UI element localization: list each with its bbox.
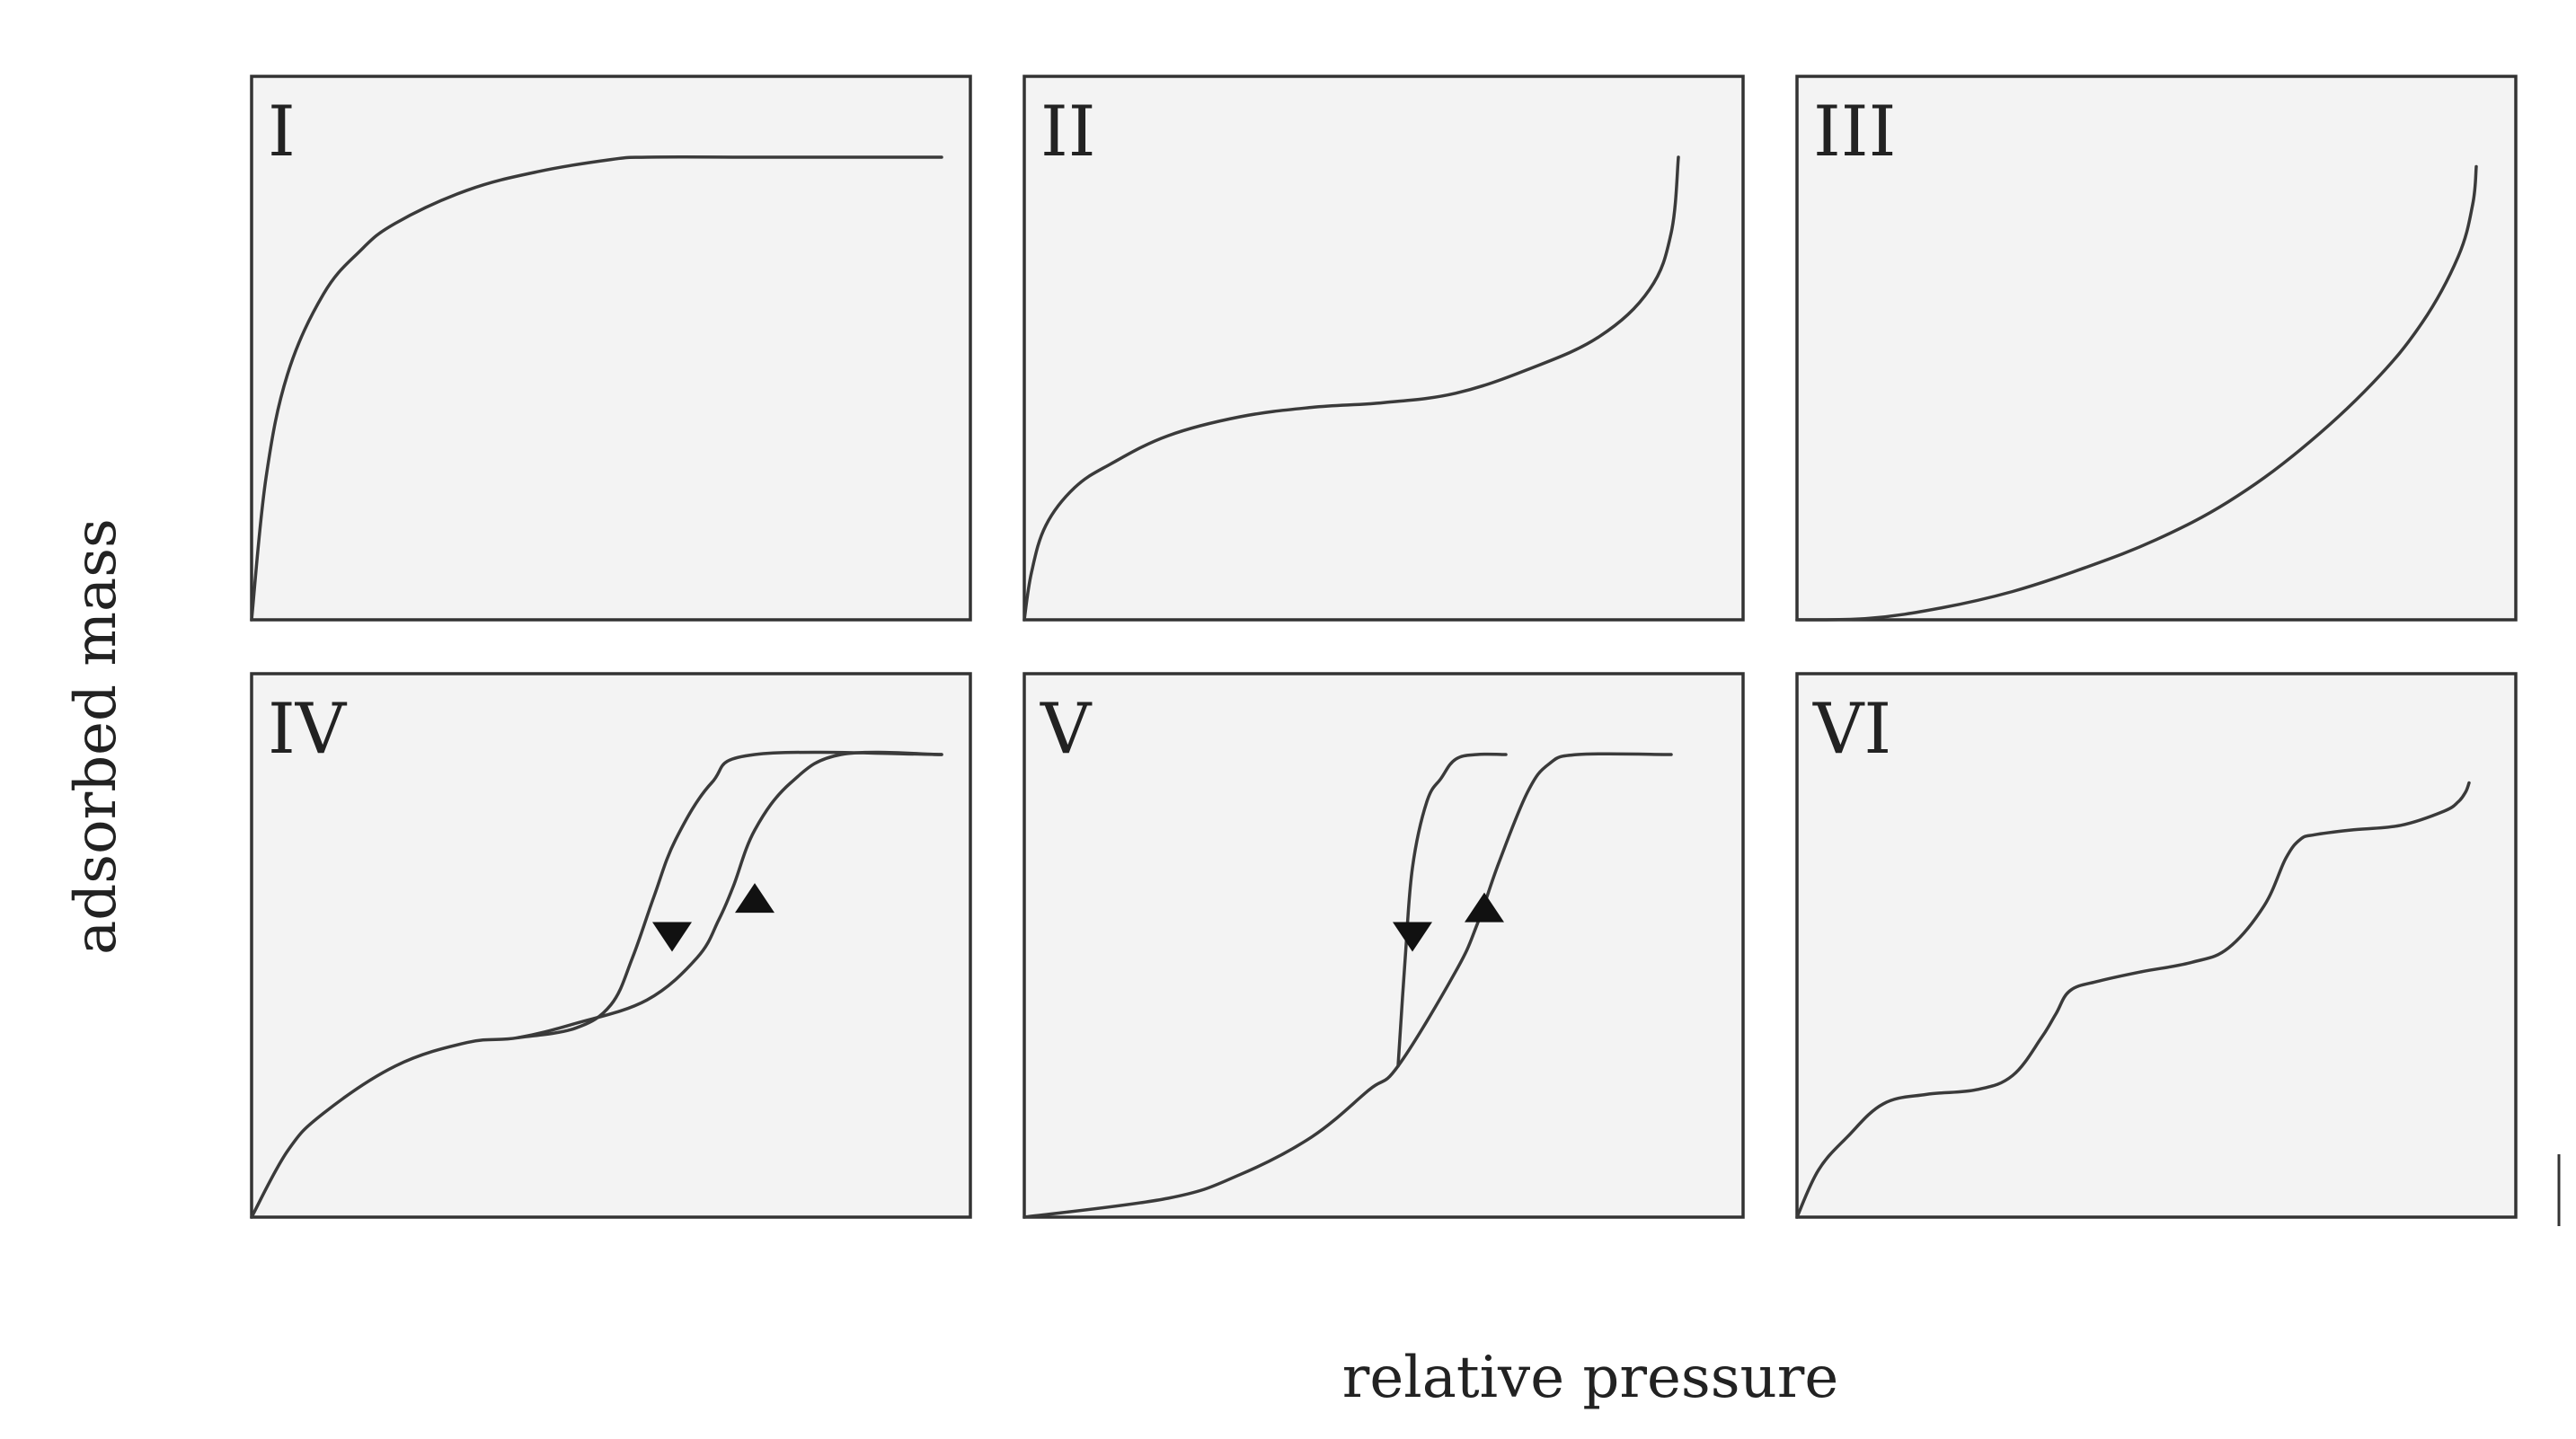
isotherm-curve-V-2 bbox=[1396, 752, 1508, 1068]
isotherm-curve-II-1 bbox=[1022, 155, 1680, 622]
panel-frame bbox=[1795, 672, 2518, 1219]
panel-label: II bbox=[1040, 92, 1096, 172]
panel-I: I bbox=[250, 75, 972, 622]
panel-VI: VI bbox=[1795, 672, 2518, 1219]
isotherm-curve-V-1 bbox=[1022, 752, 1673, 1219]
panel-frame bbox=[1022, 672, 1745, 1219]
panel-III: III bbox=[1795, 75, 2518, 622]
panel-frame bbox=[250, 672, 972, 1219]
y-axis-label: adsorbed mass bbox=[63, 518, 129, 955]
panel-label: I bbox=[268, 92, 296, 172]
panel-IV: IV bbox=[250, 672, 972, 1219]
panel-label: IV bbox=[268, 689, 348, 770]
isotherm-curve-IV-1 bbox=[250, 750, 943, 1219]
isotherm-curve-I-1 bbox=[250, 155, 943, 622]
isotherm-curve-IV-2 bbox=[516, 750, 943, 1040]
isotherm-curve-VI-1 bbox=[1795, 781, 2471, 1219]
arrow-down-icon bbox=[652, 922, 692, 952]
panel-frame bbox=[1795, 75, 2518, 622]
panel-label: III bbox=[1813, 92, 1896, 172]
panel-frame bbox=[250, 75, 972, 622]
arrow-up-icon bbox=[1465, 892, 1504, 923]
panel-V: V bbox=[1022, 672, 1745, 1219]
panel-II: II bbox=[1022, 75, 1745, 622]
arrow-down-icon bbox=[1393, 922, 1432, 952]
panel-label: VI bbox=[1812, 689, 1891, 770]
isotherm-curve-III-1 bbox=[1795, 164, 2478, 622]
x-axis-label: relative pressure bbox=[1342, 1345, 1838, 1411]
panel-label: V bbox=[1040, 689, 1093, 770]
arrow-up-icon bbox=[735, 883, 775, 914]
panel-frame bbox=[1022, 75, 1745, 622]
